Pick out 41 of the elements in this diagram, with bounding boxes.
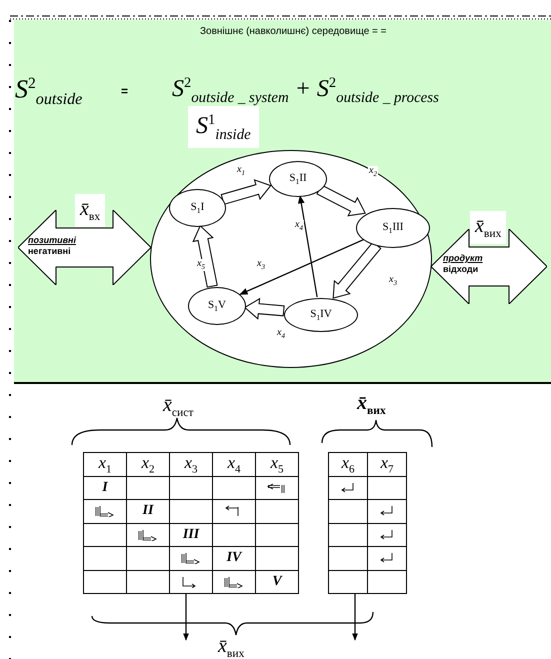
flow-label: негативні — [28, 246, 72, 258]
table-cell: III — [170, 524, 213, 547]
column-header: x$_{4}$ — [213, 453, 256, 476]
block-arrow — [316, 184, 366, 216]
title: Зовнішнє (навколишнє) середовище = = — [200, 26, 386, 37]
equals-sign: = — [121, 84, 128, 98]
block-arrow — [244, 298, 285, 320]
edge-label: x$_{5}$ — [196, 259, 206, 271]
state-ellipse: S$_{1}$IV — [284, 298, 358, 332]
edge-label: x$_{1}$ — [236, 165, 246, 177]
flow-label: продукт — [443, 253, 483, 264]
vector-symbol: x̄$_{сист}$ — [163, 394, 194, 419]
flow-label: відходи — [443, 264, 480, 276]
arrow — [239, 239, 364, 295]
vector-symbol: x̄$_{вих}$ — [357, 392, 386, 417]
table-cell: V — [256, 570, 299, 594]
state-ellipse: S$_{1}$V — [188, 287, 246, 325]
vector-symbol: x̄$_{вих}$ — [218, 635, 244, 659]
column-header: x$_{3}$ — [170, 453, 213, 476]
table-cell: IV — [213, 547, 256, 570]
edge-label: x$_{4}$ — [276, 328, 286, 340]
flow-symbol: x̄$_{вх}$ — [75, 194, 106, 227]
column-header: x$_{6}$ — [329, 453, 368, 476]
edge-label: x$_{4}$ — [294, 220, 304, 232]
edge-label: x$_{2}$ — [368, 166, 378, 178]
flow-symbol: x̄$_{вих}$ — [470, 211, 506, 244]
state-ellipse: S$_{1}$I — [169, 189, 226, 227]
column-header: x$_{1}$ — [84, 453, 127, 476]
table-cell: II — [127, 500, 170, 524]
arrow — [298, 195, 318, 298]
block-arrow — [220, 179, 272, 205]
state-ellipse: S$_{1}$II — [269, 161, 327, 197]
edge-label: x$_{3}$ — [256, 259, 266, 271]
column-header: x$_{5}$ — [256, 453, 299, 476]
flow-label: позитивні — [28, 235, 76, 246]
edge-label: x$_{3}$ — [388, 275, 398, 287]
table-cell: I — [84, 476, 127, 500]
column-header: x$_{7}$ — [368, 453, 407, 476]
block-arrow — [192, 224, 218, 288]
state-ellipse: S$_{1}$III — [356, 208, 430, 248]
column-header: x$_{2}$ — [127, 453, 170, 476]
